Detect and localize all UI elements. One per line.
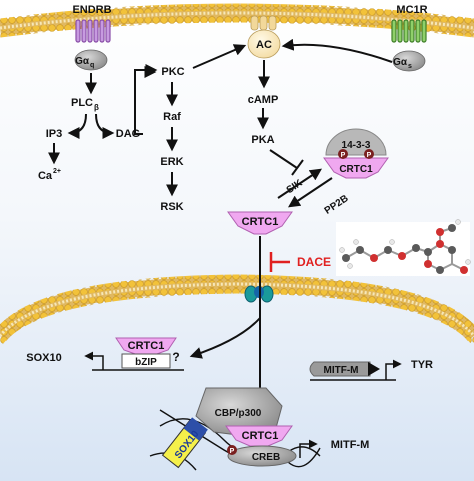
protein-14-3-3-label: 14-3-3 [342, 140, 371, 151]
endrb-receptor [75, 19, 111, 43]
nuclear-membrane [0, 274, 474, 345]
phospho-label-2: P [367, 152, 372, 159]
camp-label: cAMP [248, 94, 279, 106]
g-alpha-s-subscript: s [408, 63, 412, 70]
adenylyl-cyclase [247, 15, 281, 59]
cbp-p300-label: CBP/p300 [215, 408, 262, 419]
crtc1-bzip-complex [92, 337, 184, 371]
mc1r-label: MC1R [396, 4, 427, 16]
dace-label: DACE [297, 255, 331, 269]
pka-label: PKA [251, 134, 274, 146]
sox10-transcription-arrow [84, 351, 104, 370]
g-alpha-q-subscript: q [90, 62, 94, 69]
pka-inhibits-sik [269, 149, 304, 176]
ip3-label: IP3 [46, 128, 63, 140]
rsk-label: RSK [160, 201, 183, 213]
pkc-label: PKC [161, 66, 184, 78]
crtc1-1433-complex [323, 128, 389, 179]
bzip-label: bZIP [135, 357, 157, 368]
creb-label: CREB [252, 452, 280, 463]
g-alpha-q: Gα q [74, 49, 108, 71]
crtc1-bzip-crtc1-label: CRTC1 [128, 340, 165, 352]
raf-label: Raf [163, 111, 181, 123]
crtc1-nuclear-translocation [189, 236, 266, 413]
crtc1-free-label: CRTC1 [242, 216, 279, 228]
plasma-membrane [0, 3, 474, 38]
erk-label: ERK [160, 156, 183, 168]
tyr-label: TYR [411, 359, 433, 371]
ac-label: AC [256, 39, 272, 51]
crtc1-creb-complex [225, 425, 297, 467]
plc-label: PLC [71, 97, 93, 109]
dace-molecule-image [336, 219, 471, 276]
mitf-m-protein-label: MITF-M [324, 365, 359, 376]
crtc1-creb-crtc1-label: CRTC1 [242, 430, 279, 442]
phospho-label-1: P [341, 152, 346, 159]
left-pathway-arrows [48, 44, 247, 197]
g-alpha-q-label: Gα [75, 56, 90, 67]
dace-inhibition [269, 252, 290, 272]
mitf-m-tyr [309, 359, 402, 381]
right-pathway-arrows [257, 38, 393, 130]
g-alpha-s: Gα s [392, 50, 426, 72]
creb-phospho-label: P [230, 448, 235, 455]
g-alpha-s-label: Gα [393, 57, 408, 68]
calcium-superscript: 2+ [53, 168, 61, 175]
mitf-m-gene-label: MITF-M [331, 439, 369, 451]
mc1r-receptor [391, 19, 427, 43]
plc-subscript: β [94, 103, 99, 112]
sox10-gene-label: SOX10 [26, 352, 61, 364]
crtc1-phospho-label: CRTC1 [339, 164, 373, 175]
mitf-m-transcription-arrow [299, 439, 318, 458]
svg-text:Gα: Gα [75, 56, 90, 67]
sox10-protein [161, 417, 208, 469]
endrb-label: ENDRB [72, 4, 111, 16]
sik-pp2b-equilibrium [277, 168, 333, 208]
crtc1-free [227, 211, 293, 235]
calcium-label: Ca [38, 170, 53, 182]
unknown-factor-label: ? [172, 350, 179, 364]
